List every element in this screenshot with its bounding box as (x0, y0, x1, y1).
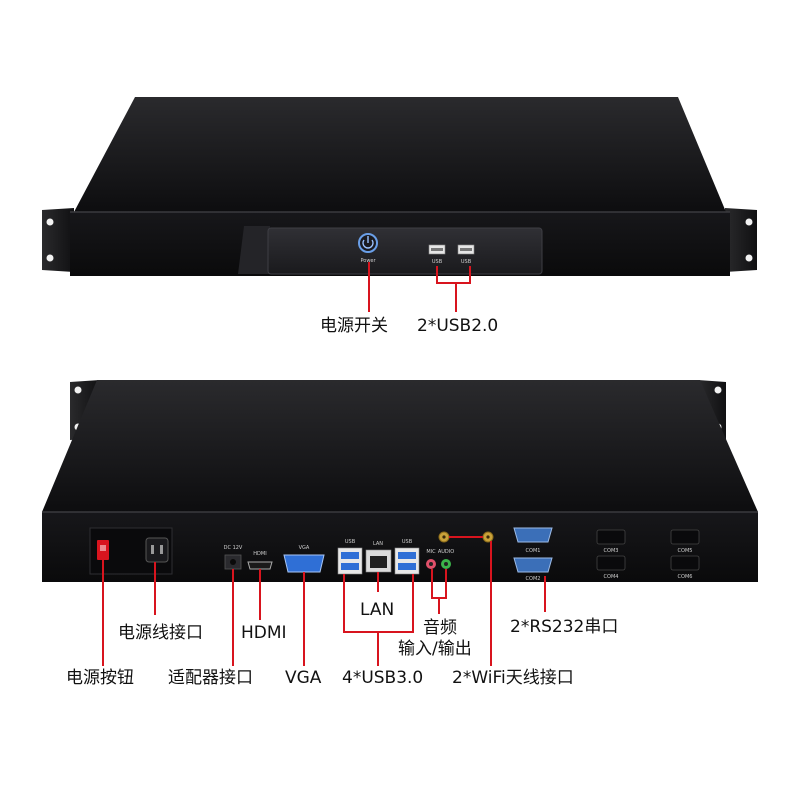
rack-ear-hole (745, 218, 753, 226)
label-power-switch: 电源开关 (320, 316, 388, 336)
front-chassis: Power USB USB (42, 97, 757, 276)
label-adapter: 适配器接口 (168, 668, 253, 688)
com5-text: COM5 (678, 548, 693, 554)
usb3-port-stack (394, 547, 420, 575)
com4-text: COM4 (604, 574, 619, 580)
com5-port (670, 529, 700, 545)
power-icon (362, 239, 374, 249)
rack-ear-hole (745, 254, 753, 262)
label-wifi: 2*WiFi天线接口 (452, 668, 574, 688)
com1-port (513, 527, 553, 543)
rear-face (42, 512, 758, 582)
usb3-text: USB (345, 539, 356, 545)
lan-port-text: LAN (373, 541, 383, 547)
front-bezel (238, 226, 270, 274)
com4-port (596, 555, 626, 571)
rear-top-lid (42, 380, 758, 512)
power-icon-text: Power (360, 258, 376, 264)
usb3-port-stack (337, 547, 363, 575)
rack-ear-hole (714, 386, 722, 394)
vga-port-text: VGA (299, 545, 310, 551)
audio-text: AUDIO (438, 549, 454, 555)
front-top-lid (74, 97, 726, 212)
dc-text: DC 12V (224, 545, 243, 551)
front-callout-lines (368, 262, 471, 312)
usb3-text: USB (402, 539, 413, 545)
label-usb3: 4*USB3.0 (342, 668, 424, 688)
hdmi-port (247, 561, 273, 570)
com2-port (513, 557, 553, 573)
label-power-cord: 电源线接口 (118, 623, 203, 643)
com6-port (670, 555, 700, 571)
vga-port (283, 554, 325, 573)
power-inlet (145, 537, 169, 563)
label-vga: VGA (285, 668, 322, 688)
label-rs232: 2*RS232串口 (510, 617, 619, 637)
front-usb-text: USB (432, 259, 443, 265)
front-usb-text: USB (461, 259, 472, 265)
label-hdmi: HDMI (241, 623, 287, 643)
label-usb2: 2*USB2.0 (417, 316, 499, 336)
hdmi-port-text: HDMI (253, 551, 266, 557)
label-audio-line2: 输入/输出 (398, 639, 472, 659)
mic-text: MIC (426, 549, 436, 555)
rack-ear-hole (74, 386, 82, 394)
front-left-rack-ear (42, 208, 74, 272)
com3-port (596, 529, 626, 545)
front-io-panel (267, 227, 543, 275)
com2-text: COM2 (526, 576, 541, 582)
label-audio-line1: 音频 (423, 618, 457, 638)
rack-ear-hole (46, 218, 54, 226)
com6-text: COM6 (678, 574, 693, 580)
label-lan: LAN (360, 600, 395, 620)
label-power-button: 电源按钮 (66, 668, 134, 688)
com1-text: COM1 (526, 548, 541, 554)
rear-chassis: DC 12V HDMI VGA USB LAN USB MIC AUDIO (42, 380, 758, 582)
rear-callout-lines (102, 536, 546, 666)
rack-ear-hole (46, 254, 54, 262)
com3-text: COM3 (604, 548, 619, 554)
